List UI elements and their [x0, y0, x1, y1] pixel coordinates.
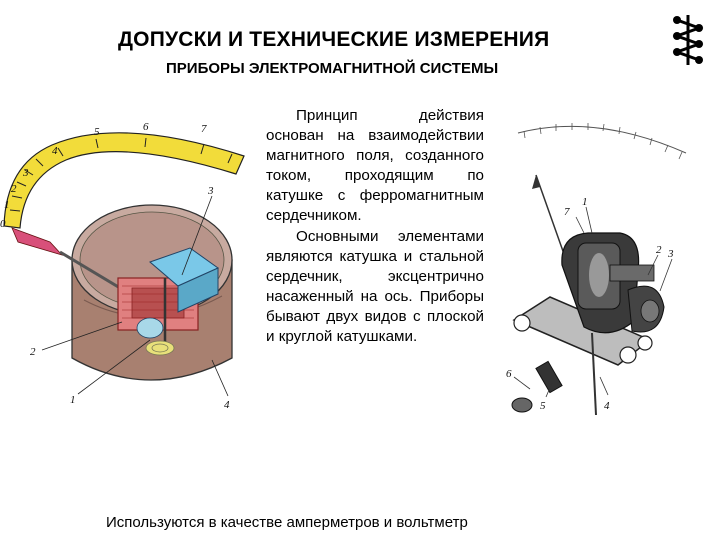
- scale-label-3: 3: [22, 167, 29, 179]
- mech-label-5: 5: [540, 400, 546, 412]
- mech-label-4: 4: [604, 400, 610, 412]
- meter-pointer: [11, 227, 64, 256]
- part-label-2: 2: [30, 346, 36, 358]
- page-subtitle: ПРИБОРЫ ЭЛЕКТРОМАГНИТНОЙ СИСТЕМЫ: [166, 60, 499, 77]
- mech-label-3: 3: [667, 248, 674, 260]
- meter-mechanism-illustration: 7 1 2 3 4 5 6: [506, 123, 687, 416]
- caliper-logo-icon: [672, 15, 704, 65]
- description-text: Принцип действия основан на взаимодейств…: [266, 106, 484, 347]
- meter-spring: [145, 340, 175, 356]
- footer-caption: Используются в качестве амперметров и во…: [106, 514, 468, 531]
- description-paragraph-1: Принцип действия основан на взаимодейств…: [266, 107, 484, 225]
- scale-label-7: 7: [201, 123, 207, 135]
- scale-label-1: 1: [4, 199, 10, 211]
- mech-label-7: 7: [564, 206, 570, 218]
- part-label-1: 1: [70, 394, 76, 406]
- part-label-3: 3: [207, 185, 214, 197]
- mechanism-knob: [511, 397, 533, 413]
- mech-label-2: 2: [656, 244, 662, 256]
- scale-label-4: 4: [52, 145, 58, 157]
- mech-label-1: 1: [582, 196, 588, 208]
- page-title: ДОПУСКИ И ТЕХНИЧЕСКИЕ ИЗМЕРЕНИЯ: [118, 28, 550, 51]
- meter-scale-arc: [3, 132, 245, 229]
- scale-label-2: 2: [11, 183, 17, 195]
- meter-cutaway-illustration: 0 1 2 3 4 5 6 7 3 2 1 4: [0, 121, 245, 411]
- scale-label-0: 0: [0, 218, 6, 230]
- scale-label-5: 5: [94, 126, 100, 138]
- scale-label-6: 6: [143, 121, 149, 133]
- mech-label-6: 6: [506, 368, 512, 380]
- description-paragraph-2: Основными элементами являются катушка и …: [266, 227, 484, 346]
- part-label-4: 4: [224, 399, 230, 411]
